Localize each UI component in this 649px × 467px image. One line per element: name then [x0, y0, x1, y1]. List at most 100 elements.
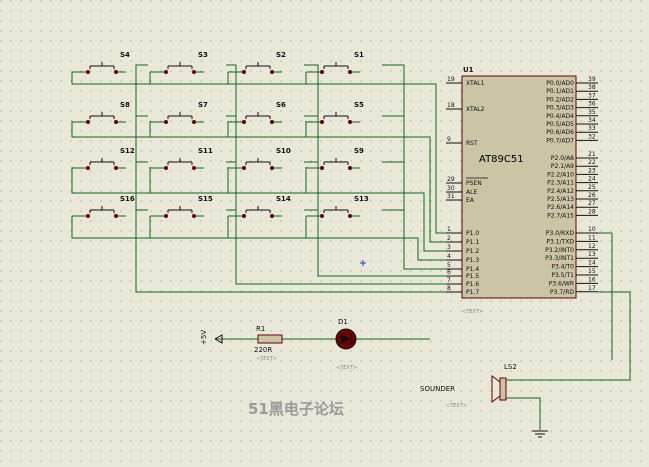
pin-number: 5	[447, 262, 451, 269]
speaker-part: SOUNDER	[420, 385, 455, 393]
pin-name: P1.7	[466, 289, 479, 296]
speaker-ref: LS2	[504, 363, 517, 371]
pin-number: 31	[447, 193, 455, 200]
switch-s5[interactable]: S5	[306, 101, 364, 124]
mcu-ref-label: U1	[463, 66, 474, 74]
pin-number: 18	[447, 102, 455, 109]
switch-label: S6	[276, 101, 286, 109]
pin-number: 22	[588, 159, 596, 166]
pin-name: P2.4/A12	[547, 188, 574, 195]
switch-s6[interactable]: S6	[228, 101, 286, 124]
pin-name: P3.0/RXD	[546, 230, 574, 237]
mcu-pin-left[interactable]: 6P1.5	[446, 269, 479, 280]
power-terminal[interactable]: +5V	[200, 330, 223, 345]
mcu-pin-left[interactable]: 3P1.2	[446, 244, 479, 255]
pin-number: 25	[588, 184, 596, 191]
pin-number: 29	[447, 176, 455, 183]
mcu-pin-left[interactable]: 1P1.0	[446, 226, 479, 237]
switch-s16[interactable]: S16	[72, 195, 135, 218]
pin-name: P2.2/A10	[547, 171, 574, 178]
pin-number: 24	[588, 176, 596, 183]
switch-s12[interactable]: S12	[72, 147, 135, 170]
resistor-r1[interactable]: R1 220R <TEXT>	[254, 325, 283, 362]
pin-name: P1.1	[466, 239, 479, 246]
pin-number: 6	[447, 269, 451, 276]
pin-number: 27	[588, 200, 596, 207]
switch-label: S15	[198, 195, 213, 203]
switch-label: S4	[120, 51, 130, 59]
pin-name: P2.1/A9	[551, 163, 574, 170]
pin-number: 37	[588, 92, 596, 99]
mcu-pin-left[interactable]: 2P1.1	[446, 235, 479, 246]
switch-s7[interactable]: S7	[150, 101, 208, 124]
switch-s15[interactable]: S15	[150, 195, 213, 218]
led-d1[interactable]: D1 <TEXT>	[335, 318, 357, 371]
switch-s3[interactable]: S3	[150, 51, 208, 74]
pin-name: P0.3/AD3	[546, 105, 574, 112]
mcu-pin-left[interactable]: 4P1.3	[446, 253, 479, 264]
switch-s9[interactable]: S9	[306, 147, 364, 170]
pin-number: 11	[588, 234, 596, 241]
pin-number: 12	[588, 243, 596, 250]
mcu-pin-left[interactable]: 8P1.7	[446, 285, 479, 296]
pin-name: P1.6	[466, 281, 479, 288]
switch-s11[interactable]: S11	[150, 147, 213, 170]
pin-name: P0.0/AD0	[546, 80, 574, 87]
switch-label: S13	[354, 195, 369, 203]
pin-number: 4	[447, 253, 451, 260]
speaker-cone-icon	[491, 375, 501, 403]
switch-s1[interactable]: S1	[306, 51, 364, 74]
pin-number: 1	[447, 226, 451, 233]
pin-number: 13	[588, 251, 596, 258]
mcu-pin-left[interactable]: 7P1.6	[446, 277, 479, 288]
switch-s13[interactable]: S13	[306, 195, 369, 218]
switch-s2[interactable]: S2	[228, 51, 286, 74]
switch-s8[interactable]: S8	[72, 101, 130, 124]
switch-s10[interactable]: S10	[228, 147, 291, 170]
switch-s4[interactable]: S4	[72, 51, 130, 74]
mcu-pin-left[interactable]: 5P1.4	[446, 262, 479, 273]
pin-number: 30	[447, 185, 455, 192]
cursor-crosshair-icon	[360, 260, 366, 266]
speaker-ls2[interactable]: LS2 SOUNDER <TEXT>	[420, 363, 517, 409]
switch-label: S7	[198, 101, 208, 109]
pin-number: 9	[447, 136, 451, 143]
mcu-at89c51[interactable]: U1 AT89C51 <TEXT> 19XTAL118XTAL29RST29PS…	[446, 66, 598, 315]
pin-name: P3.7/RD	[550, 289, 574, 296]
pin-number: 39	[588, 76, 596, 83]
switch-s14[interactable]: S14	[228, 195, 291, 218]
wire-net	[71, 64, 631, 430]
